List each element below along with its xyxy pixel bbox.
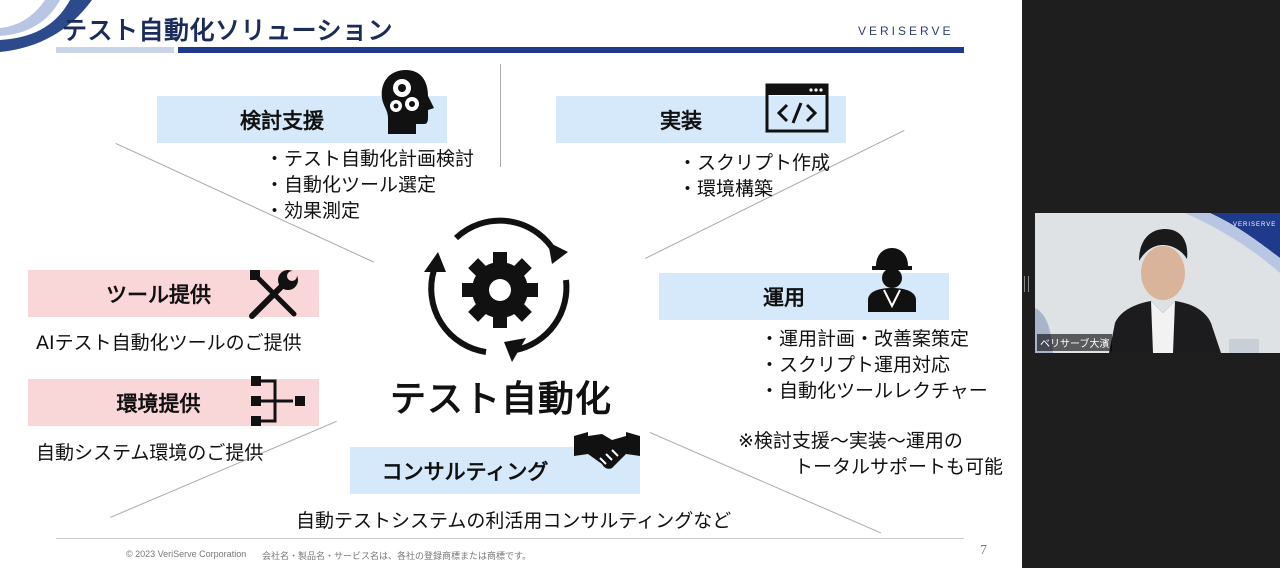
code-window-icon: [765, 83, 829, 133]
unyo-item: ・スクリプト運用対応: [760, 352, 950, 378]
section-label-text: コンサルティング: [382, 456, 549, 486]
cam-brand-text: VERISERVE: [1233, 222, 1276, 228]
footer-rule: [56, 538, 964, 539]
page-title: テスト自動化ソリューション: [62, 11, 393, 47]
jisso-item: ・環境構築: [678, 176, 773, 202]
brand-logo: VERISERVE: [858, 24, 953, 38]
panel-resize-handle[interactable]: [1024, 276, 1029, 292]
kento-item: ・テスト自動化計画検討: [265, 146, 474, 172]
page-number: 7: [980, 543, 987, 559]
head-gears-icon: [376, 68, 436, 136]
cycle-gear-icon: [416, 210, 580, 368]
footer-copyright: © 2023 VeriServe Corporation: [126, 549, 246, 559]
header-rule: [178, 47, 964, 53]
divider-line: [110, 421, 337, 518]
handshake-icon: [572, 428, 642, 472]
env-desc: 自動システム環境のご提供: [36, 440, 263, 466]
participant-name: ベリサーブ大濱: [1037, 334, 1112, 351]
presentation-slide: テスト自動化ソリューション VERISERVE 検討支援 ・テスト自動化計画検討…: [0, 0, 1022, 568]
unyo-item: ・運用計画・改善案策定: [760, 326, 969, 352]
divider-line: [500, 64, 501, 167]
section-label-text: 運用: [763, 282, 805, 312]
section-label-text: 環境提供: [117, 388, 201, 418]
center-label: テスト自動化: [390, 370, 612, 422]
section-label-text: 実装: [660, 105, 702, 135]
consulting-desc: 自動テストシステムの利活用コンサルティングなど: [296, 508, 731, 534]
header-rule-light: [56, 47, 174, 53]
note-line: ※検討支援～実装～運用の: [738, 428, 963, 454]
participant-video-feed: [1035, 213, 1280, 353]
note-line: トータルサポートも可能: [794, 454, 1003, 480]
jisso-item: ・スクリプト作成: [678, 150, 830, 176]
unyo-item: ・自動化ツールレクチャー: [760, 378, 988, 404]
section-label-text: 検討支援: [240, 105, 324, 135]
tool-desc: AIテスト自動化ツールのご提供: [36, 330, 302, 356]
connector-icon: [249, 374, 309, 428]
participant-video-tile[interactable]: VERISERVE ベリサーブ大濱: [1035, 213, 1280, 353]
section-label-text: ツール提供: [106, 279, 211, 309]
tools-icon: [246, 266, 302, 322]
kento-item: ・自動化ツール選定: [265, 172, 436, 198]
footer-disclaimer: 会社名・製品名・サービス名は、各社の登録商標または商標です。: [262, 549, 531, 562]
worker-icon: [864, 246, 920, 314]
kento-item: ・効果測定: [265, 198, 360, 224]
